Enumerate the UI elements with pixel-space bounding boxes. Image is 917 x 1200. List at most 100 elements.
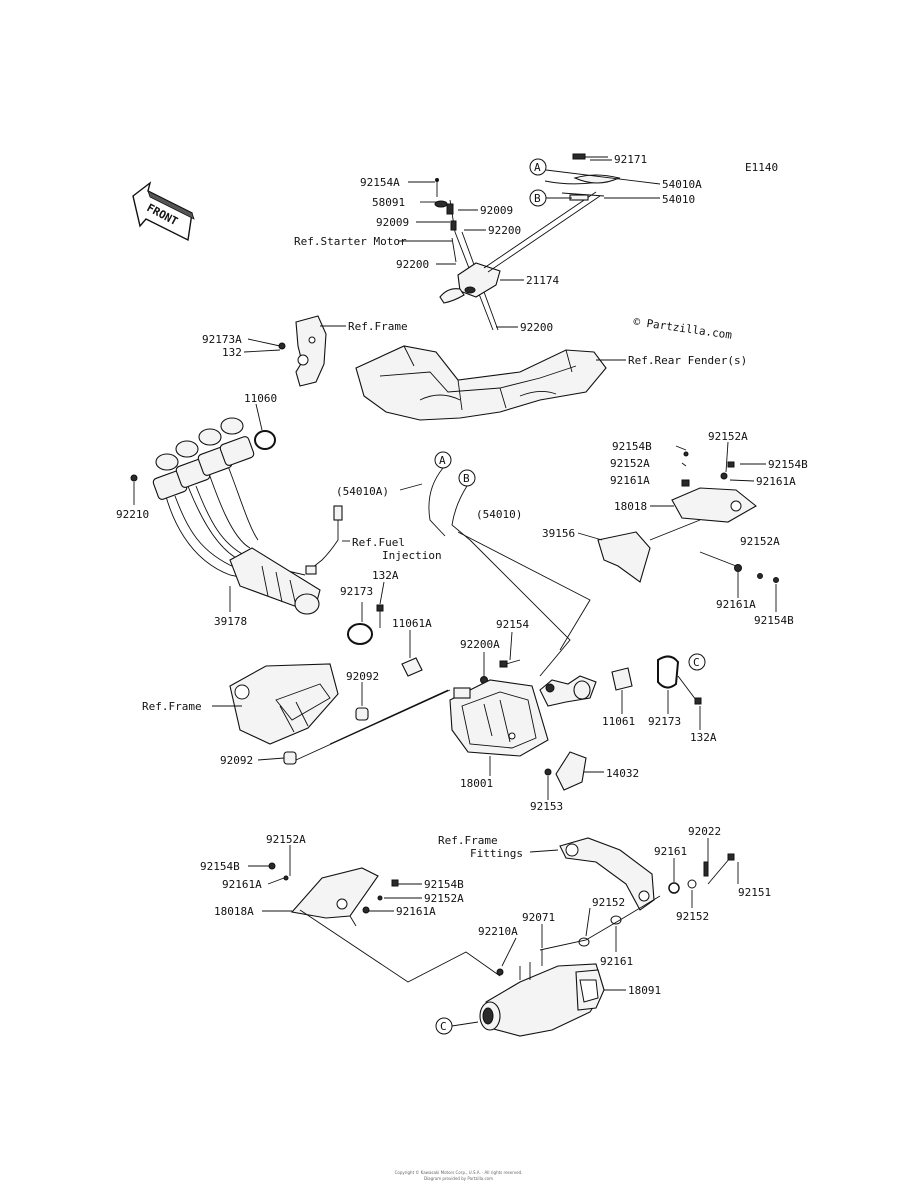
label-92171: 92171 [614,153,647,166]
label-58091: 58091 [372,196,405,209]
silencer-18091 [479,950,605,1037]
label-92152-b: 92152 [676,910,709,923]
callout-c-bottom-letter: C [440,1020,447,1033]
callout-b-top-letter: B [534,192,541,205]
label-92153: 92153 [530,800,563,813]
label-18018A: 18018A [214,905,254,918]
label-54010A-mid: (54010A) [336,485,389,498]
label-92173-left: 92173 [340,585,373,598]
label-92151: 92151 [738,886,771,899]
label-92161A-rr: 92161A [756,475,796,488]
clamp-92173-right [657,655,697,701]
front-arrow-icon: FRONT [132,181,195,242]
label-21174: 21174 [526,274,559,287]
label-92152A-r: 92152A [708,430,748,443]
label-92154B-b2: 92154B [424,878,464,891]
label-11060: 11060 [244,392,277,405]
label-92092-b: 92092 [220,754,253,767]
label-92161-b: 92161 [600,955,633,968]
label-18001: 18001 [460,777,493,790]
cable-b-mid [451,485,571,677]
label-92154B-b: 92154B [200,860,240,873]
label-92161A-b: 92161A [222,878,262,891]
label-92200-l: 92200 [396,258,429,271]
label-ref-starter-motor: Ref.Starter Motor [294,235,407,248]
clamp-92173-left [347,604,384,645]
bolt-92154 [499,659,521,668]
diagram-code: E1140 [745,161,778,174]
label-92022: 92022 [688,825,721,838]
rear-frame [355,345,607,421]
rear-mount-hardware [539,853,735,951]
callout-c-bottom: C [435,1017,453,1035]
bolt-92210-icon [130,474,138,482]
label-92009-r: 92009 [480,204,513,217]
label-92152A-r2: 92152A [610,457,650,470]
plate-39156 [597,531,651,583]
label-132-top: 132 [222,346,242,359]
gasket-11061A [401,657,423,677]
callout-b-mid: B [458,469,476,487]
o2-sensor [305,505,343,575]
cable-a-mid [428,467,446,537]
label-92152A-r3: 92152A [740,535,780,548]
label-92154B-r: 92154B [612,440,652,453]
label-54010-top: 54010 [662,193,695,206]
label-ref-fuel-2: Injection [382,549,442,562]
muffler-chamber-18001 [449,675,597,757]
frame-bracket-left [229,663,369,765]
label-92152A-b2: 92152A [424,892,464,905]
label-92173-right: 92173 [648,715,681,728]
callout-c-right-letter: C [693,656,700,669]
label-92161-a: 92161 [654,845,687,858]
washer-92161A-r3-icon [734,564,742,572]
frame-bracket-top [278,315,327,387]
label-14032: 14032 [606,767,639,780]
label-92210A: 92210A [478,925,518,938]
callout-a-mid: A [434,451,452,469]
label-11061: 11061 [602,715,635,728]
footer-line-2: Diagram provided by Partzilla.com [423,1176,494,1181]
label-92154B-r3: 92154B [754,614,794,627]
gasket-11061 [611,667,633,691]
label-92200A: 92200A [460,638,500,651]
callout-a-top: A [529,158,547,176]
protector-14032 [544,751,587,791]
label-39156: 39156 [542,527,575,540]
label-18091: 18091 [628,984,661,997]
label-92092-a: 92092 [346,670,379,683]
label-92173A: 92173A [202,333,242,346]
label-92210: 92210 [116,508,149,521]
exhaust-header-pipes [152,417,321,615]
label-92154: 92154 [496,618,529,631]
label-92161A-b2: 92161A [396,905,436,918]
label-ref-frame-top: Ref.Frame [348,320,408,333]
top-assembly [434,153,621,331]
cover-18018A [268,862,399,919]
label-92200-r: 92200 [488,224,521,237]
label-11061A: 11061A [392,617,432,630]
label-92152A-b: 92152A [266,833,306,846]
label-54010-mid: (54010) [476,508,522,521]
callout-a-top-letter: A [534,161,541,174]
label-39178: 39178 [214,615,247,628]
cover-18018 [671,451,757,523]
label-18018: 18018 [614,500,647,513]
label-92152-a: 92152 [592,896,625,909]
leader-lines [133,159,777,991]
part-labels: 92154 A 92171 54010A 54010 58091 92009 92… [116,153,808,997]
label-92200-mid: 92200 [520,321,553,334]
callout-a-mid-letter: A [439,454,446,467]
footer-line-1: Copyright © Kawasaki Motors Corp., U.S.A… [394,1170,523,1175]
frame-fittings-bracket [559,837,655,911]
label-ref-rear-fender: Ref.Rear Fender(s) [628,354,747,367]
copyright-watermark: © Partzilla.com [633,315,734,342]
label-92161A-r: 92161A [610,474,650,487]
label-92009-l: 92009 [376,216,409,229]
label-54010A-top: 54010A [662,178,702,191]
gasket-11060 [254,430,276,450]
callout-b-mid-letter: B [463,472,470,485]
label-ref-frame-fittings-2: Fittings [470,847,523,860]
label-92071: 92071 [522,911,555,924]
